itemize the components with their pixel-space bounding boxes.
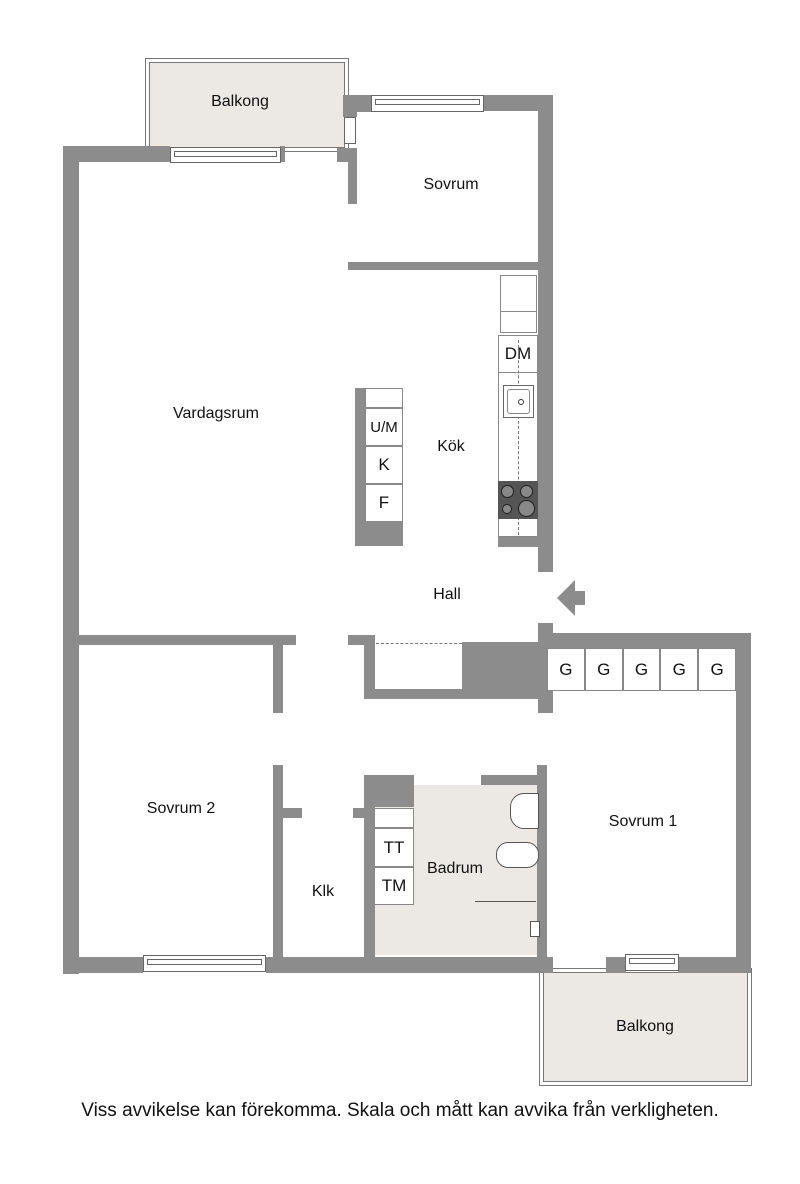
wardrobe-row: G G G G G: [547, 648, 736, 691]
room-label-sovrum: Sovrum: [423, 176, 479, 193]
toilet-icon: [496, 842, 539, 868]
upper-cabinet: [500, 275, 537, 312]
shower-rail: [475, 901, 536, 902]
wall: [538, 548, 553, 572]
wall: [63, 635, 296, 645]
room-label-klk: Klk: [311, 883, 335, 900]
room-label-hall: Hall: [433, 586, 461, 603]
wall: [280, 146, 285, 162]
wall: [678, 957, 751, 973]
shower-icon: [530, 921, 540, 937]
window: [371, 95, 484, 112]
wall: [364, 635, 375, 695]
window: [170, 147, 281, 163]
room-label-sovrum2: Sovrum 2: [146, 800, 216, 817]
wall: [462, 642, 545, 692]
room-label-vardagsrum: Vardagsrum: [173, 405, 259, 422]
wall: [538, 633, 751, 648]
washbasin-icon: [510, 793, 539, 829]
laundry-cabinet: [374, 808, 414, 828]
window: [625, 954, 679, 971]
upper-cabinet: [500, 311, 537, 333]
wall: [63, 146, 79, 974]
room-label-balkong-bottom: Balkong: [616, 1018, 674, 1035]
wall: [348, 262, 538, 270]
stove-icon: [498, 481, 538, 519]
island-cabinet-f: F: [365, 484, 403, 522]
wall: [364, 775, 375, 965]
wardrobe: G: [547, 648, 585, 691]
wall: [736, 633, 751, 973]
wall: [348, 160, 357, 204]
wall: [266, 957, 553, 973]
wall: [63, 146, 170, 162]
room-label-balkong-top: Balkong: [211, 93, 269, 110]
disclaimer: Viss avvikelse kan förekomma. Skala och …: [81, 1100, 719, 1121]
room-label-sovrum1: Sovrum 1: [608, 813, 678, 830]
wall: [337, 148, 357, 162]
wall: [273, 808, 302, 818]
wall: [606, 957, 626, 973]
wall: [537, 765, 547, 965]
entrance-arrow-icon: [557, 580, 585, 616]
balcony-bottom: [543, 972, 748, 1082]
wardrobe: G: [698, 648, 736, 691]
island-cabinet-um: U/M: [365, 408, 403, 446]
washing-machine: TM: [374, 867, 414, 905]
wall: [364, 689, 544, 699]
wall: [343, 95, 357, 117]
wall: [498, 535, 553, 547]
wall: [273, 765, 283, 965]
counter-edge: [518, 340, 519, 535]
wardrobe: G: [660, 648, 699, 691]
wall: [481, 775, 546, 785]
window: [344, 117, 356, 144]
island-cabinet-k: K: [365, 446, 403, 484]
balcony-top: [149, 62, 345, 148]
wall: [348, 635, 375, 645]
room-label-badrum: Badrum: [426, 860, 484, 877]
room-label-kok: Kök: [437, 438, 465, 455]
storage-opening: [376, 643, 462, 644]
island-cabinet: [365, 388, 403, 408]
wardrobe: G: [584, 648, 623, 691]
wall: [483, 95, 553, 111]
tumble-dryer: TT: [374, 828, 414, 867]
wall: [538, 95, 553, 550]
sink-icon: [503, 385, 534, 418]
window: [143, 955, 266, 972]
wardrobe: G: [622, 648, 661, 691]
wall: [63, 957, 143, 973]
wall: [353, 808, 375, 818]
wall: [273, 635, 283, 713]
wall: [364, 775, 414, 807]
